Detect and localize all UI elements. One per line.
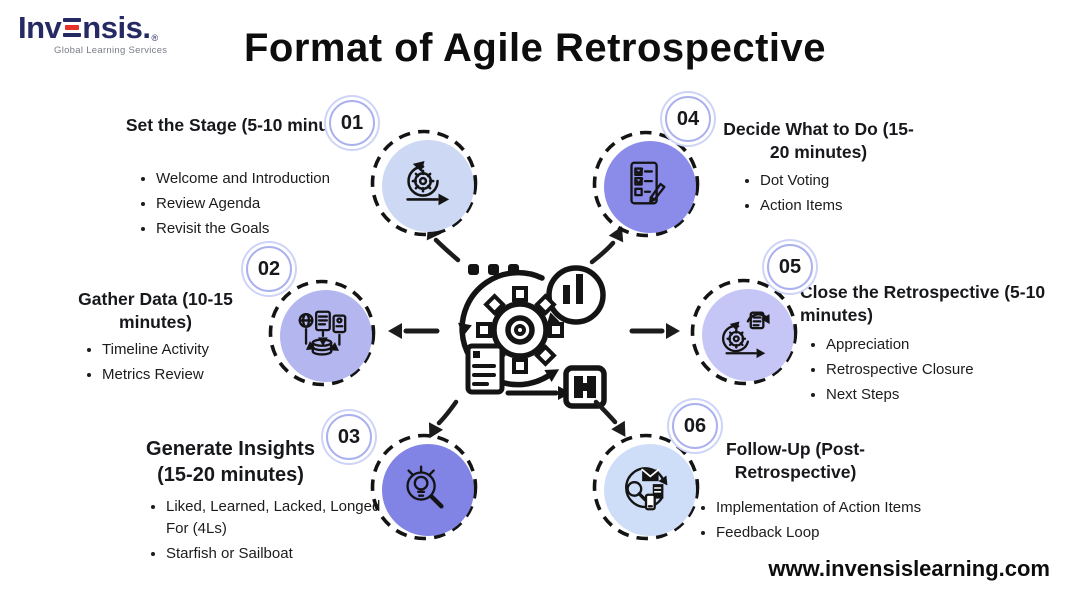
step-icon-circle (591, 432, 701, 542)
step-title: Close the Retrospective (5-10 minutes) (800, 282, 1046, 326)
step-number-badge: 04 (665, 96, 711, 142)
sprint-icon (406, 160, 450, 206)
step-title: Follow-Up (Post-Retrospective) (725, 439, 865, 483)
arrow-to-step-04 (589, 226, 624, 265)
step-bullets: Appreciation Retrospective Closure Next … (806, 334, 1061, 408)
sprint-loop-arrow (458, 269, 560, 388)
step-title: Gather Data (10-15 minutes) (78, 289, 233, 333)
step-number-badge: 01 (329, 100, 375, 146)
registered-mark: ® (151, 33, 158, 43)
dots-icon (468, 264, 519, 275)
step-number: 02 (257, 257, 281, 280)
icon-circle-fill (280, 290, 372, 382)
bullet-item: Metrics Review (102, 364, 292, 386)
bullet-item: Revisit the Goals (156, 218, 396, 240)
step-bullets: Liked, Learned, Lacked, Longed For (4Ls)… (146, 496, 381, 567)
logo-stylized-e-icon (62, 17, 81, 38)
step-number: 03 (337, 425, 361, 448)
arrow-to-step-06 (593, 399, 626, 437)
invensis-logo-wordmark: Inv nsis . ® (18, 12, 167, 43)
sprint-closure-icon (722, 311, 770, 359)
process-flow-arrow (505, 386, 571, 400)
arrow-to-step-05 (629, 323, 680, 339)
center-illustration (388, 224, 680, 439)
bullet-item: Timeline Activity (102, 339, 292, 361)
checklist-pencil-icon (630, 161, 666, 205)
dashed-circle (592, 433, 700, 541)
logo-dot: . (142, 10, 151, 45)
bullet-item: Starfish or Sailboat (166, 543, 381, 565)
bullet-item: Feedback Loop (716, 522, 1016, 544)
dashed-circle (268, 279, 376, 387)
bullet-item: Retrospective Closure (826, 359, 1061, 381)
bullet-item: Welcome and Introduction (156, 168, 396, 190)
dashed-circle (690, 278, 798, 386)
arrow-to-step-02 (388, 323, 440, 339)
follow-up-icon (625, 467, 668, 511)
step-bullets: Welcome and Introduction Review Agenda R… (136, 168, 396, 242)
logo-text-suffix: nsis (82, 10, 143, 45)
icon-circle-fill (702, 289, 794, 381)
bullet-item: Review Agenda (156, 193, 396, 215)
step-number-badge: 03 (326, 414, 372, 460)
step-title: Generate Insights (15-20 minutes) (146, 438, 315, 487)
step-number: 04 (676, 107, 700, 130)
step-number: 01 (340, 111, 364, 134)
logo-text-prefix: Inv (18, 10, 62, 45)
icon-circle-fill (604, 444, 696, 536)
arrow-to-step-01 (426, 224, 461, 263)
step-icon-circle (267, 278, 377, 388)
gear-icon (476, 286, 564, 374)
bullet-item: Liked, Learned, Lacked, Longed For (4Ls) (166, 496, 381, 540)
page-title: Format of Agile Retrospective (243, 26, 827, 70)
gear-teeth (411, 169, 435, 193)
website-url: www.invensislearning.com (768, 556, 1050, 581)
logo-tagline: Global Learning Services (54, 45, 168, 56)
arrow-to-step-03 (428, 399, 459, 439)
bullet-item: Action Items (760, 195, 930, 217)
document-icon (465, 343, 505, 395)
step-number-badge: 05 (767, 244, 813, 290)
step-bullets: Dot Voting Action Items (740, 170, 930, 220)
bullet-item: Dot Voting (760, 170, 930, 192)
step-icon-circle (689, 277, 799, 387)
step-number: 05 (778, 255, 802, 278)
step-bullets: Timeline Activity Metrics Review (82, 339, 292, 389)
dashed-circle (370, 433, 478, 541)
step-number-badge: 02 (246, 246, 292, 292)
bullet-item: Appreciation (826, 334, 1061, 356)
chart-circle-icon (546, 265, 606, 326)
bullet-item: Implementation of Action Items (716, 497, 1016, 519)
invensis-logo: Inv nsis . ® Global Learning Services (18, 12, 167, 56)
step-icon-circle (369, 432, 479, 542)
icon-circle-fill (382, 444, 474, 536)
data-gathering-icon (298, 310, 347, 356)
bullet-item: Next Steps (826, 384, 1061, 406)
step-bullets: Implementation of Action Items Feedback … (696, 497, 1016, 547)
insight-magnifier-icon (406, 465, 444, 509)
step-title: Set the Stage (5-10 minutes) (125, 115, 361, 135)
step-title: Decide What to Do (15-20 minutes) (723, 119, 914, 163)
kanban-icon (563, 365, 607, 409)
